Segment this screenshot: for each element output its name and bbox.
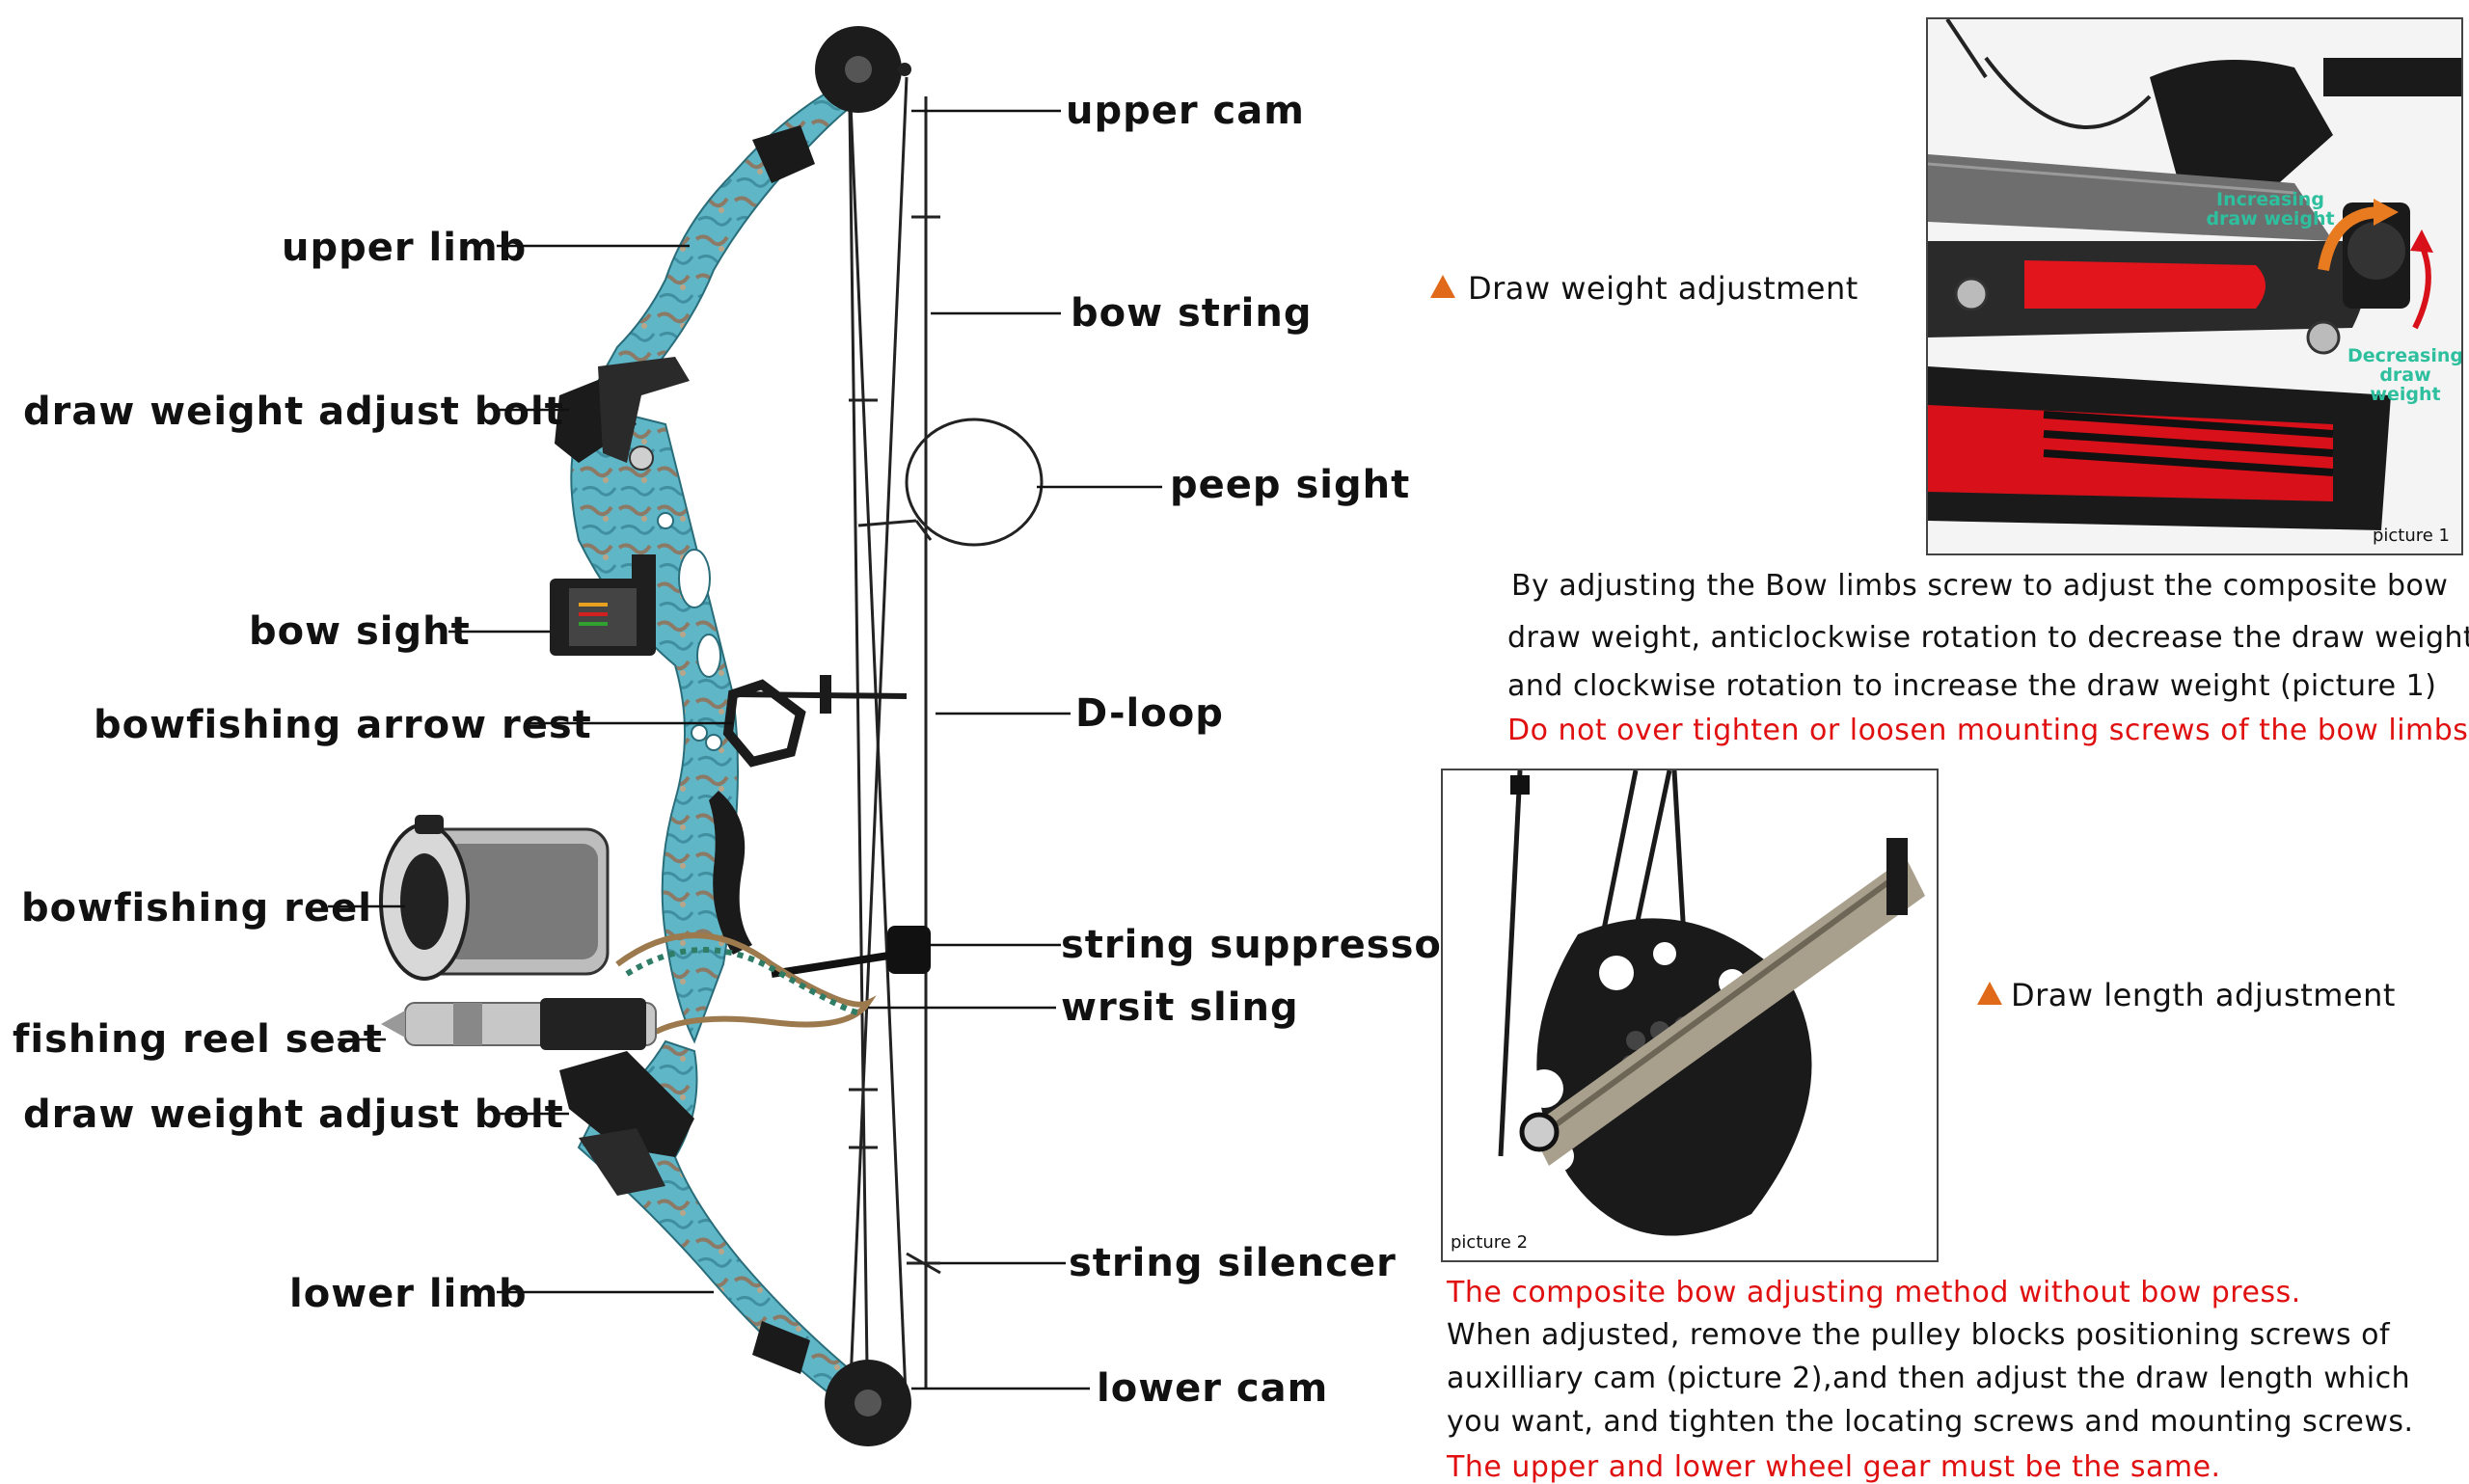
bowfishing-reel-shape — [379, 815, 610, 981]
label-bow-string: bow string — [1071, 291, 1313, 336]
draw-length-line-2: auxilliary cam (picture 2),and then adju… — [1447, 1362, 2411, 1395]
label-lower-cam: lower cam — [1097, 1366, 1329, 1411]
label-draw-weight-adjust-bolt-bottom: draw weight adjust bolt — [23, 1093, 564, 1137]
draw-weight-line-3: and clockwise rotation to increase the d… — [1507, 669, 2437, 703]
string-suppressor-shape — [771, 926, 931, 978]
draw-weight-bolt-top-shape — [555, 357, 690, 471]
label-lower-limb: lower limb — [289, 1272, 528, 1316]
label-bow-sight: bow sight — [249, 609, 471, 654]
label-peep-sight: peep sight — [1170, 463, 1411, 507]
draw-weight-bolt-bottom-shape — [559, 1051, 694, 1196]
draw-length-intro: The composite bow adjusting method witho… — [1447, 1276, 2301, 1309]
draw-weight-heading: Draw weight adjustment — [1468, 270, 1859, 307]
label-bowfishing-arrow-rest: bowfishing arrow rest — [94, 703, 592, 747]
grip — [709, 791, 752, 955]
reel-seat-shape — [381, 998, 657, 1050]
label-string-suppressor: string suppressor — [1061, 923, 1462, 967]
draw-length-line-1: When adjusted, remove the pulley blocks … — [1447, 1318, 2391, 1352]
bow-strings — [847, 38, 928, 1438]
label-string-silencer: string silencer — [1069, 1241, 1397, 1285]
picture-2-caption: picture 2 — [1451, 1232, 1529, 1253]
draw-length-heading: Draw length adjustment — [2011, 977, 2396, 1013]
draw-weight-warning: Do not over tighten or loosen mounting s… — [1507, 714, 2469, 747]
draw-length-warning: The upper and lower wheel gear must be t… — [1447, 1450, 2221, 1484]
draw-weight-line-2: draw weight, anticlockwise rotation to d… — [1507, 621, 2469, 655]
label-draw-weight-adjust-bolt-top: draw weight adjust bolt — [23, 390, 564, 434]
arrow-rest-shape — [722, 675, 908, 768]
lower-cam-shape — [825, 1360, 911, 1446]
label-fishing-reel-seat: fishing reel seat — [13, 1017, 383, 1062]
bow-sight-shape — [550, 554, 656, 656]
leader-lines — [328, 109, 1162, 1390]
label-bowfishing-reel: bowfishing reel — [21, 886, 372, 931]
wrist-sling-shape — [615, 932, 877, 1035]
label-d-loop: D-loop — [1075, 691, 1224, 736]
peep-sight-shape — [857, 418, 1044, 547]
triangle-icon — [1977, 982, 2002, 1005]
bow-illustration — [328, 26, 1162, 1446]
label-wrist-sling: wrsit sling — [1061, 985, 1299, 1030]
picture-1-caption: picture 1 — [2372, 526, 2450, 546]
draw-length-line-3: you want, and tighten the locating screw… — [1447, 1405, 2414, 1439]
label-upper-cam: upper cam — [1066, 89, 1305, 133]
upper-cam-shape — [815, 26, 911, 113]
picture-2: picture 2 — [1441, 769, 1939, 1262]
draw-weight-line-1: By adjusting the Bow limbs screw to adju… — [1511, 569, 2449, 603]
label-upper-limb: upper limb — [282, 226, 528, 270]
triangle-icon — [1430, 275, 1455, 298]
